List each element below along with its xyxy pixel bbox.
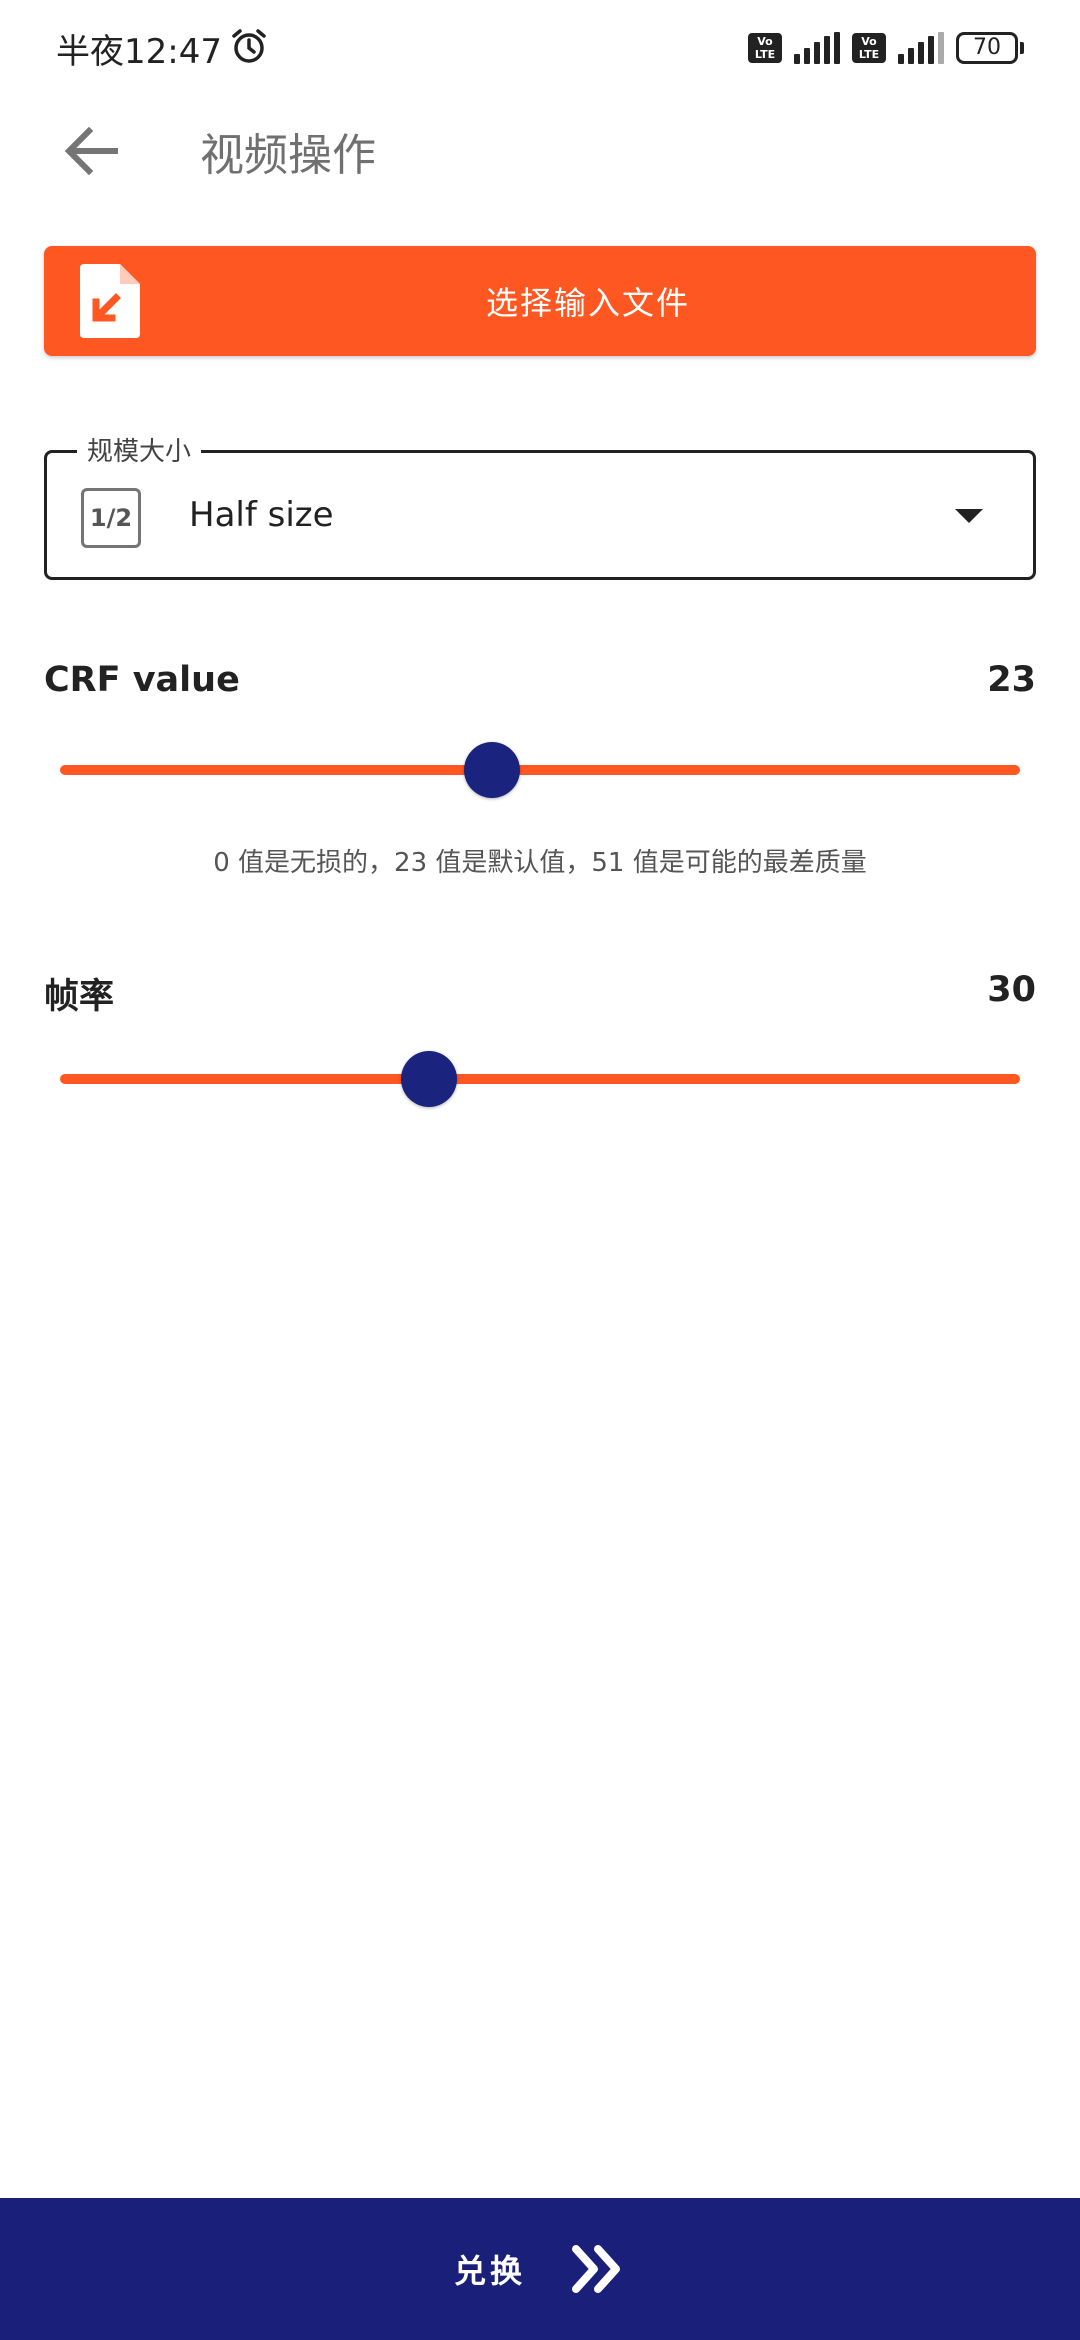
- frame-rate-slider[interactable]: [60, 1051, 1020, 1107]
- status-left: 半夜12:47: [56, 24, 268, 73]
- signal-icon: [794, 32, 840, 64]
- select-input-file-button[interactable]: 选择输入文件: [44, 246, 1036, 356]
- volte-icon-2: Vo LTE: [852, 33, 886, 63]
- frame-rate-slider-thumb[interactable]: [400, 1051, 457, 1107]
- back-button[interactable]: [36, 96, 146, 206]
- alarm-icon: [230, 27, 268, 69]
- status-time: 半夜12:47: [56, 31, 222, 72]
- crf-label: CRF value: [44, 660, 240, 700]
- double-chevron-right-icon: [572, 2245, 620, 2293]
- frame-rate-label: 帧率: [44, 977, 115, 1017]
- battery-icon: 70: [956, 32, 1024, 64]
- battery-level: 70: [956, 32, 1018, 64]
- arrow-back-icon: [64, 126, 118, 176]
- crf-hint: 0 值是无损的，23 值是默认值，51 值是可能的最差质量: [213, 848, 867, 878]
- volte-icon: Vo LTE: [748, 33, 782, 63]
- file-import-icon: [80, 264, 140, 338]
- page-title: 视频操作: [200, 130, 376, 181]
- frame-rate-value: 30: [987, 970, 1036, 1010]
- scale-size-value: Half size: [189, 495, 334, 535]
- crf-slider-thumb[interactable]: [464, 742, 520, 798]
- half-size-icon: 1/2: [81, 488, 141, 548]
- convert-label: 兑换: [453, 2252, 526, 2290]
- status-right: Vo LTE Vo LTE 70: [748, 32, 1024, 64]
- convert-button[interactable]: 兑换: [0, 2198, 1080, 2340]
- crf-slider[interactable]: [60, 742, 1020, 798]
- scale-size-legend: 规模大小: [77, 431, 202, 468]
- crf-value: 23: [987, 660, 1036, 700]
- dropdown-arrow-icon: [955, 509, 983, 523]
- app-bar: 视频操作: [0, 96, 1080, 206]
- scale-size-dropdown[interactable]: 规模大小 1/2 Half size: [44, 431, 1036, 580]
- signal-icon-2: [898, 32, 944, 64]
- status-bar: 半夜12:47 Vo LTE Vo LTE 70: [0, 0, 1080, 96]
- select-input-file-label: 选择输入文件: [485, 284, 690, 322]
